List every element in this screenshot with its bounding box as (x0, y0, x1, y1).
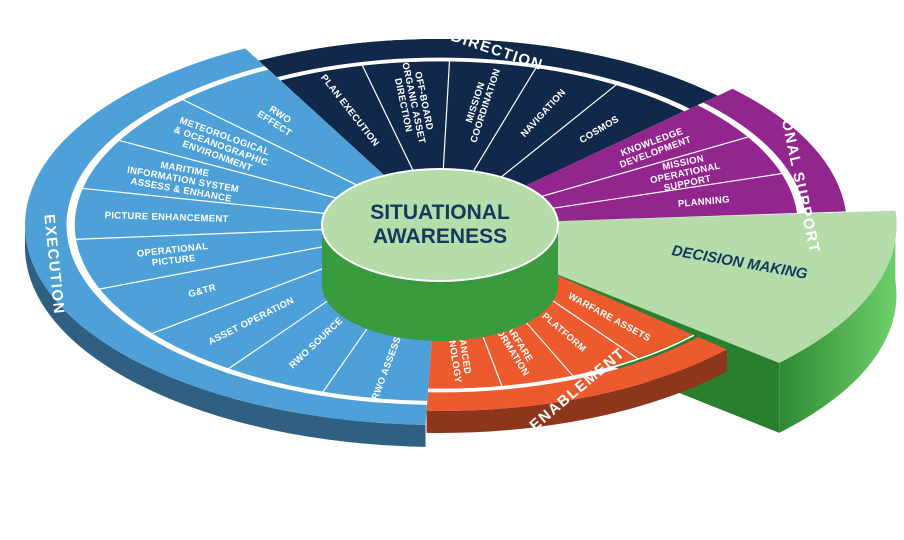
execution-band-line (71, 67, 428, 403)
wedge-label-line: PLANNING (677, 194, 730, 210)
enablement-band-line (428, 334, 695, 391)
execution-side (25, 225, 426, 447)
wedge-divider (541, 135, 750, 198)
enablement-band (426, 337, 727, 411)
execution-item-label: OPERATIONALPICTURE (136, 241, 210, 270)
decision-making-side (779, 210, 897, 433)
direction-sector[interactable] (280, 61, 685, 187)
wedge-divider (73, 228, 323, 241)
center-title-line2: AWARENESS (373, 225, 507, 248)
wedge-divider (500, 83, 618, 178)
wedge-label-line: PICTURE ENHANCEMENT (105, 210, 229, 225)
wedge-divider (552, 172, 784, 209)
operational-support-band-line (698, 103, 800, 214)
operational-support-item-label: PLANNING (677, 194, 730, 210)
wedge-divider (442, 60, 451, 170)
direction-band (258, 39, 718, 109)
hub-top[interactable] (321, 168, 559, 282)
wedge-divider (150, 258, 348, 335)
hub-side (322, 225, 558, 341)
operational-support-band (703, 88, 846, 213)
wedge-label-line: PICTURE (151, 253, 196, 269)
execution-band (25, 48, 427, 425)
direction-band-line (279, 59, 687, 112)
decision-making-wedge[interactable] (527, 210, 897, 363)
wedge-divider (117, 139, 337, 199)
wedge-divider (181, 98, 358, 186)
wedge-divider-layer (71, 59, 800, 403)
wedge-divider (80, 187, 325, 214)
wedge-divider (97, 244, 331, 290)
wedge-divider (361, 64, 414, 171)
operational-support-sector[interactable] (524, 105, 798, 222)
enablement-side (426, 349, 727, 433)
center-title-line1: SITUATIONAL (370, 201, 510, 224)
wedge-divider (472, 66, 537, 172)
execution-item-label: PICTURE ENHANCEMENT (105, 210, 229, 225)
